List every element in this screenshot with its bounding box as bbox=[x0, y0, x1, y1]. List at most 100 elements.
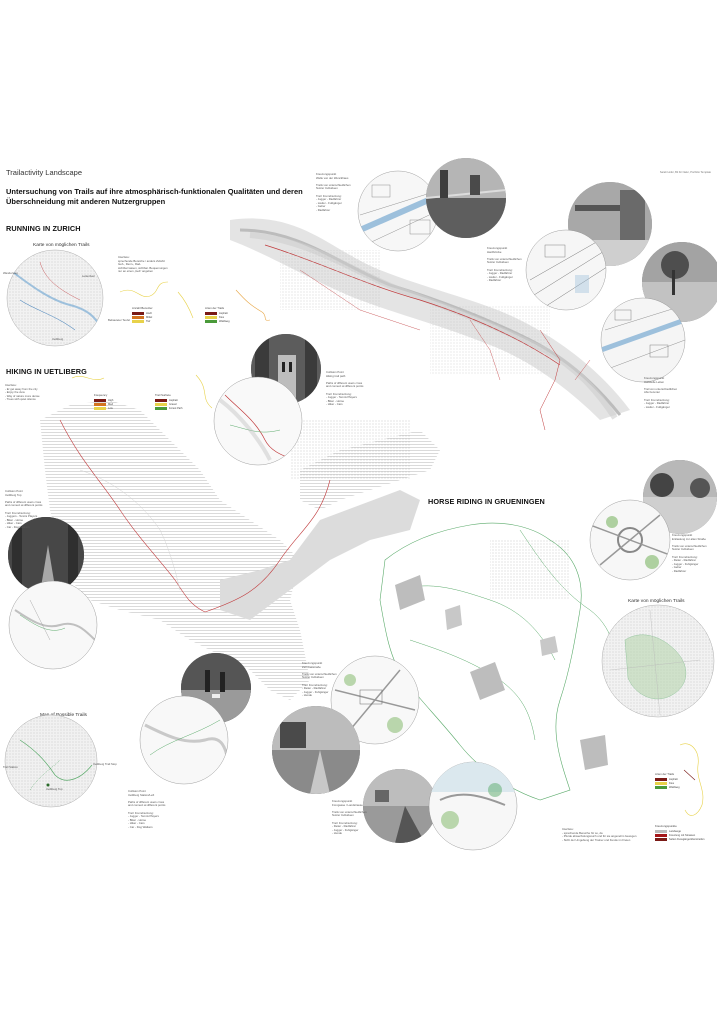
legend-swatch bbox=[155, 402, 167, 406]
legend-hiking-b: Trail Surface Asphalt Gravel Forest Path bbox=[155, 393, 182, 410]
legend-swatch bbox=[94, 398, 106, 402]
running-map-circle bbox=[6, 249, 104, 347]
note-horse-circle-bottom: Kreuzungspunkt Frongasse / Landstrasse T… bbox=[332, 799, 367, 836]
legend-item: Waldweg bbox=[655, 785, 680, 789]
legend-label: Asphalt bbox=[219, 311, 228, 315]
label-running-bottom-right: Bebauteter Teufel bbox=[108, 318, 130, 322]
note-hiking-mid-left: Collision Point Uetliberg Top Paths of d… bbox=[5, 489, 43, 529]
crossing-circle-letten bbox=[600, 297, 686, 383]
legend-swatch bbox=[94, 406, 106, 410]
legend-swatch bbox=[655, 785, 667, 789]
note-horse-circle-top: Kreuzungspunkt Entlastung zur alten Stra… bbox=[672, 533, 707, 573]
legend-item: Hoch bbox=[132, 311, 153, 315]
note-running-circle-mid: Kreuzungspunkt Hardbrücke Trails von unt… bbox=[487, 246, 522, 283]
legend-item: Asphalt bbox=[155, 398, 182, 402]
legend-swatch bbox=[205, 319, 217, 323]
label-running-left: Wanderweg bbox=[3, 271, 18, 275]
crossing-circle-alte-strasse bbox=[589, 499, 671, 581]
label-running-bottom: Uetliberg bbox=[52, 337, 64, 341]
poster-title: Untersuchung von Trails auf ihre atmosph… bbox=[6, 187, 303, 206]
hiking-trail-sketches bbox=[71, 374, 213, 409]
legend-title: Trail Surface bbox=[155, 393, 171, 397]
legend-item: Forest Path bbox=[155, 406, 182, 410]
legend-title: Arten der Trails bbox=[205, 306, 224, 310]
horse-mini-map bbox=[679, 743, 704, 816]
running-trail-sketches bbox=[119, 281, 271, 321]
legend-swatch bbox=[205, 311, 217, 315]
caption-hiking-map: Map of Possible Trails bbox=[40, 713, 87, 718]
legend-swatch bbox=[155, 406, 167, 410]
crossing-circle-uetliberg-station bbox=[139, 695, 229, 785]
legend-item: Kreuzung mit Strassen bbox=[655, 833, 715, 837]
legend-item: Kies bbox=[655, 781, 680, 785]
note-running-circle-right: Kreuzungspunkt Haltstelle Letten Trail v… bbox=[644, 376, 678, 409]
legend-swatch bbox=[94, 402, 106, 406]
label-hiking-center: Uetliberg Top bbox=[46, 787, 63, 791]
legend-label: Hoch bbox=[146, 311, 153, 315]
legend-label: Waldweg bbox=[219, 319, 230, 323]
section-horse: HORSE RIDING IN GRUENINGEN bbox=[428, 497, 545, 506]
uetliberg-forest-map bbox=[40, 400, 440, 700]
legend-label: Mittel bbox=[146, 315, 153, 319]
top-right-note: Sarah Hofer, Bit für Natur, Portfolio Te… bbox=[659, 171, 711, 174]
legend-swatch bbox=[655, 781, 667, 785]
legend-swatch bbox=[655, 837, 667, 841]
crossing-circle-frongasse bbox=[428, 761, 518, 851]
legend-swatch bbox=[155, 398, 167, 402]
note-horse-circle-mid: Kreuzungspunkt Zell Wattstraße Trails vo… bbox=[302, 661, 337, 698]
photo-circle-farm-path bbox=[272, 706, 360, 794]
legend-swatch bbox=[655, 829, 667, 833]
note-hiking-circle-top: Collision Point Hiking trail path Paths … bbox=[326, 370, 364, 407]
legend-item: Selten Fussgängerüberstreifen bbox=[655, 837, 715, 841]
legend-item: Asphalt bbox=[205, 311, 230, 315]
legend-label: Tief bbox=[146, 319, 151, 323]
legend-swatch bbox=[132, 315, 144, 319]
caption-horse-map: Karte von möglichen Trails bbox=[628, 599, 685, 604]
legend-item: Kies bbox=[205, 315, 230, 319]
legend-running-a: Anzahl Benutzer Hoch Mittel Tief bbox=[132, 306, 153, 323]
crossing-circle-zell bbox=[330, 655, 420, 745]
legend-label: Kies bbox=[669, 781, 675, 785]
label-running-top: Lettenbad bbox=[82, 274, 95, 278]
legend-title: Frequency bbox=[94, 393, 108, 397]
legend-label: Selten Fussgängerüberstreifen bbox=[669, 837, 705, 841]
note-hiking-bottom: Collision Point Uetliberg Station/Left P… bbox=[128, 789, 166, 829]
legend-swatch bbox=[132, 311, 144, 315]
legend-item: Waldweg bbox=[205, 319, 230, 323]
legend-item: High bbox=[94, 398, 113, 402]
legend-item: Landwege bbox=[655, 829, 715, 833]
hiking-map-circle bbox=[4, 714, 98, 808]
legend-label: Gravel bbox=[169, 402, 177, 406]
legend-swatch bbox=[132, 319, 144, 323]
legend-label: Waldweg bbox=[669, 785, 680, 789]
legend-label: Kreuzung mit Strassen bbox=[669, 833, 696, 837]
note-running-circle-top: Kreuzungspunkt Welle von der Wenckhaus T… bbox=[316, 172, 351, 212]
legend-label: Asphalt bbox=[669, 777, 678, 781]
legend-item: Mittel bbox=[132, 315, 153, 319]
legend-title: Anzahl Benutzer bbox=[132, 306, 153, 310]
legend-item: Gravel bbox=[155, 402, 182, 406]
poster-subtitle: Trailactivity Landscape bbox=[6, 168, 83, 177]
legend-running-b: Arten der Trails Asphalt Kies Waldweg bbox=[205, 306, 230, 323]
note-horse-bottom: Interface: - sprechende Bereiche für so,… bbox=[562, 827, 637, 842]
legend-hiking-a: Frequency High Med Low bbox=[94, 393, 113, 410]
caption-running-map: Karte von möglichen Trails bbox=[33, 243, 90, 248]
legend-swatch bbox=[655, 777, 667, 781]
legend-horse-b: Kreuzungspunkte Landwege Kreuzung mit St… bbox=[655, 824, 715, 841]
note-hiking-left: Interface: - Er get away from the city -… bbox=[5, 383, 40, 402]
crossing-circle-uetliberg-top bbox=[8, 580, 98, 670]
legend-horse-a: Arten der Trails Asphalt Kies Waldweg bbox=[655, 772, 680, 789]
zurich-city-map bbox=[230, 218, 630, 431]
note-running-top-left: Interface: sprechende Bereiche / anders … bbox=[118, 255, 168, 274]
photo-circle-river bbox=[426, 158, 506, 238]
legend-item: Low bbox=[94, 406, 113, 410]
crossing-circle-hardbruecke bbox=[525, 229, 607, 311]
section-hiking: HIKING IN UETLIBERG bbox=[6, 367, 87, 376]
label-hiking-left: Trail Station bbox=[3, 765, 18, 769]
legend-item: Med bbox=[94, 402, 113, 406]
grueningen-map bbox=[379, 522, 617, 801]
legend-label: Asphalt bbox=[169, 398, 178, 402]
legend-swatch bbox=[655, 833, 667, 837]
legend-label: Kies bbox=[219, 315, 225, 319]
